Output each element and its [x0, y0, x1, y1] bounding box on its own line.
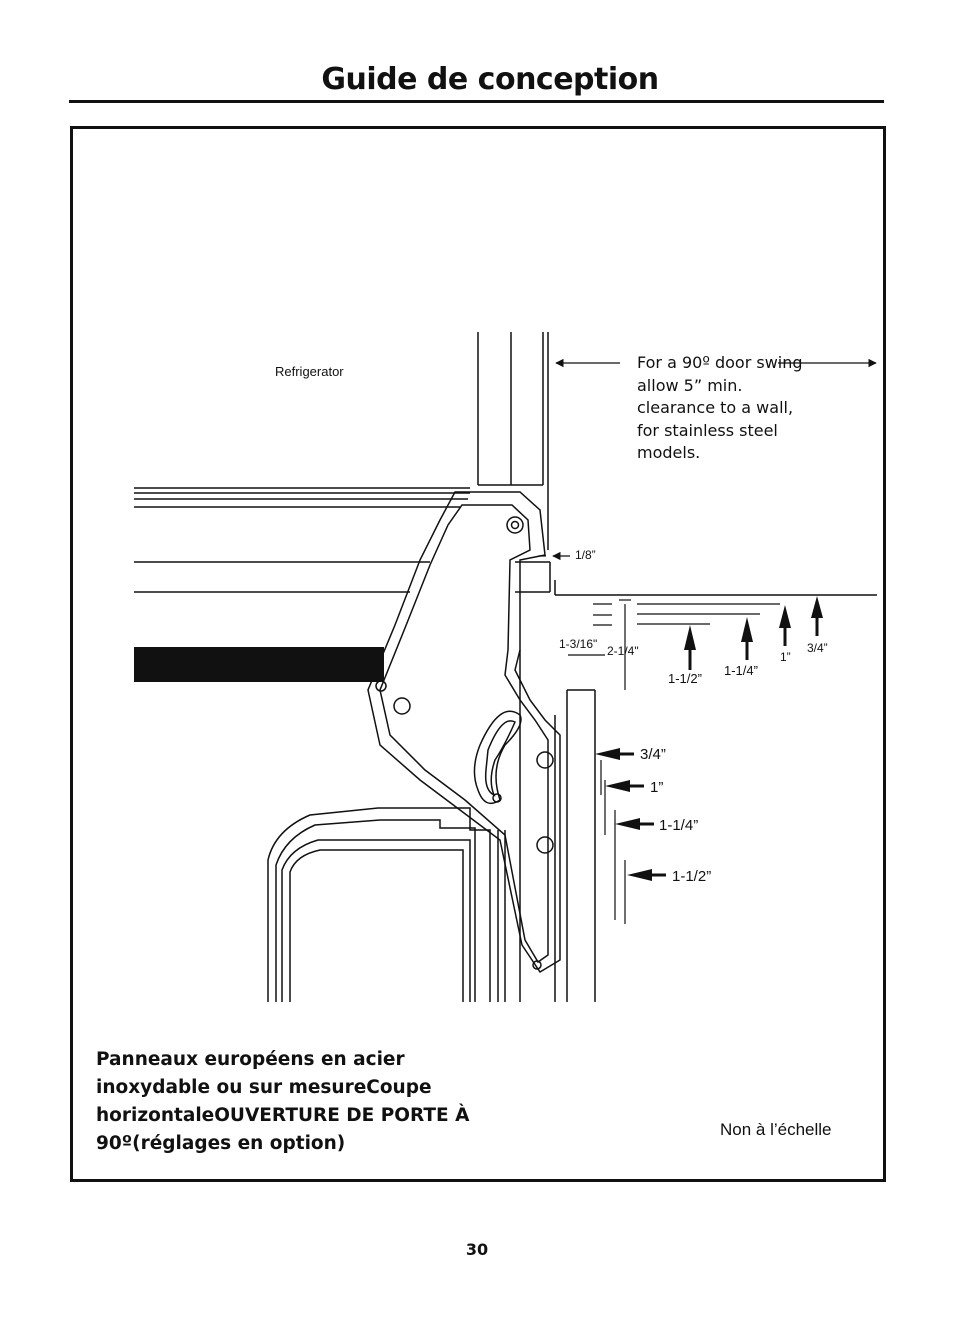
title-rule — [69, 100, 884, 103]
top-row-label: 1-1/2” — [668, 671, 702, 686]
refrigerator-label: Refrigerator — [275, 364, 344, 379]
page-title: Guide de conception — [321, 62, 659, 97]
arrow-up-3-4 — [811, 596, 823, 618]
arrow-up-1-1-4 — [741, 617, 753, 642]
diagram-frame — [70, 126, 886, 1182]
page-number: 30 — [465, 1240, 489, 1259]
side-label: 1” — [650, 779, 663, 796]
side-label: 1-1/4” — [659, 817, 698, 834]
arrow-left-1 — [605, 780, 630, 792]
top-row-label: 1” — [780, 650, 791, 664]
top-row-label: 3/4” — [807, 641, 828, 655]
arrow-left-1-1-2 — [627, 869, 652, 881]
clearance-note: For a 90º door swing allow 5” min. clear… — [637, 353, 803, 462]
arrow-up-1-1-2 — [684, 625, 696, 650]
side-label: 3/4” — [640, 746, 666, 763]
side-label: 1-1/2” — [672, 868, 711, 885]
door-panel-solid — [134, 647, 384, 682]
arrow-left-1-1-4 — [615, 818, 640, 830]
top-row-label: 1-1/4” — [724, 663, 758, 678]
dim-offset-depth: 2-1/4" — [607, 644, 639, 658]
figure-caption: Panneaux européens en acier inoxydable o… — [96, 1049, 470, 1154]
dim-offset-left: 1-3/16" — [559, 637, 597, 651]
arrow-up-1 — [779, 605, 791, 628]
hinge-arm — [367, 491, 561, 974]
dim-top-gap: 1/8” — [575, 548, 596, 562]
scale-note: Non à l’échelle — [720, 1120, 832, 1139]
arrow-left-3-4 — [595, 748, 620, 760]
